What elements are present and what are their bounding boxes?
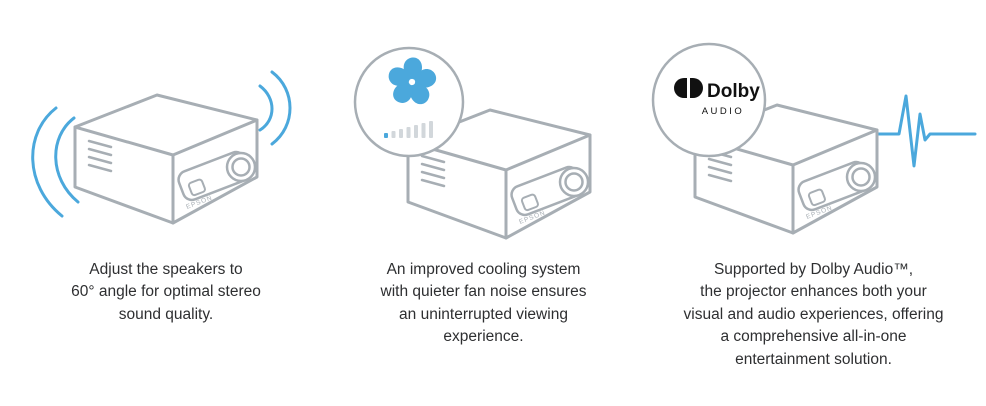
dolby-audio-logo: Dolby AUDIO	[673, 78, 760, 117]
dolby-sub-text: AUDIO	[701, 106, 744, 117]
feature-panel-stereo-sound: Adjust the speakers to 60° angle for opt…	[6, 30, 326, 406]
dolby-double-d-icon	[673, 78, 703, 98]
dolby-illustration: Dolby AUDIO	[651, 42, 976, 235]
fan-bars-icon	[383, 121, 433, 138]
feature-panel-dolby-audio: Dolby AUDIO Supported by Dolby Audio™, t…	[641, 30, 986, 406]
dolby-badge: Dolby AUDIO	[651, 42, 766, 158]
caption-cooling: An improved cooling system with quieter …	[380, 261, 587, 346]
dolby-brand-text: Dolby	[707, 81, 760, 102]
cooling-illustration	[353, 46, 591, 240]
caption-dolby-audio: Supported by Dolby Audio™, the projector…	[683, 261, 944, 368]
caption-stereo-sound: Adjust the speakers to 60° angle for opt…	[71, 261, 261, 323]
fan-icon	[388, 57, 436, 105]
feature-panel-cooling: An improved cooling system with quieter …	[326, 30, 641, 406]
sound-wave-right-icon	[258, 70, 292, 146]
projector-illustration	[73, 93, 259, 225]
cooling-badge	[353, 46, 464, 158]
stereo-illustration	[31, 70, 292, 225]
audio-waveform-icon	[869, 94, 976, 168]
